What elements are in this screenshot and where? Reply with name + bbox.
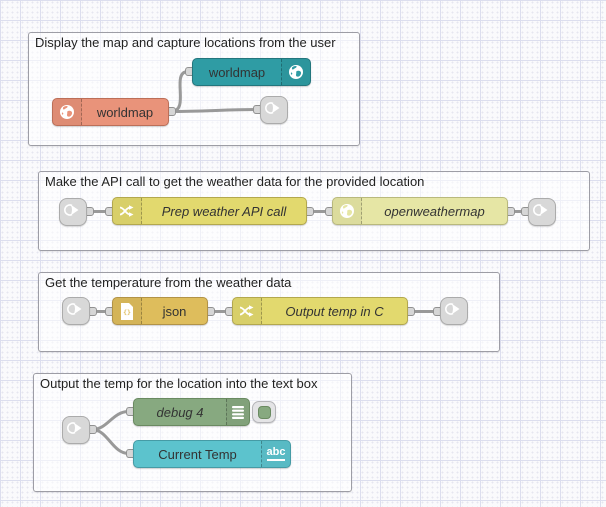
node-label: worldmap (208, 64, 266, 80)
group-title: Get the temperature from the weather dat… (45, 275, 292, 290)
node-change-output-temp[interactable]: Output temp in C (232, 297, 408, 325)
node-label: json (162, 303, 187, 319)
abc-text-icon: abc (261, 441, 290, 467)
node-change-prep-weather[interactable]: Prep weather API call (112, 197, 307, 225)
node-label: openweathermap (384, 203, 485, 219)
wire[interactable] (169, 108, 258, 113)
node-link-out[interactable] (528, 198, 556, 226)
debug-lines-icon (226, 399, 249, 425)
node-debug[interactable]: debug 4 (133, 398, 250, 426)
node-link-out[interactable] (260, 96, 288, 124)
link-icon (533, 201, 551, 224)
debug-enable-toggle[interactable] (252, 401, 276, 423)
node-worldmap[interactable]: worldmap (52, 98, 169, 126)
link-icon (445, 300, 463, 323)
svg-text:{}: {} (123, 308, 131, 316)
node-json[interactable]: {} json (112, 297, 208, 325)
globe-icon (333, 198, 362, 224)
node-worldmap-in[interactable]: worldmap (192, 58, 311, 86)
node-link-in[interactable] (59, 198, 87, 226)
node-link-in[interactable] (62, 297, 90, 325)
node-openweathermap[interactable]: openweathermap (332, 197, 508, 225)
link-icon (67, 419, 85, 442)
globe-icon (53, 99, 82, 125)
group-title: Make the API call to get the weather dat… (45, 174, 425, 189)
node-ui-text-current-temp[interactable]: Current Temp abc (133, 440, 291, 468)
shuffle-icon (233, 298, 262, 324)
link-icon (64, 201, 82, 224)
globe-icon (281, 59, 310, 85)
node-label: Current Temp (158, 446, 237, 462)
node-link-in[interactable] (62, 416, 90, 444)
debug-toggle-indicator (257, 405, 271, 419)
node-label: Output temp in C (285, 303, 384, 319)
shuffle-icon (113, 198, 142, 224)
link-icon (67, 300, 85, 323)
node-label: worldmap (96, 104, 154, 120)
json-file-icon: {} (113, 298, 142, 324)
group-title: Display the map and capture locations fr… (35, 35, 336, 50)
node-link-out[interactable] (440, 297, 468, 325)
link-icon (265, 99, 283, 122)
node-label: debug 4 (156, 404, 204, 420)
group-display-map[interactable]: Display the map and capture locations fr… (28, 32, 360, 146)
node-label: Prep weather API call (161, 203, 287, 219)
group-title: Output the temp for the location into th… (40, 376, 318, 391)
